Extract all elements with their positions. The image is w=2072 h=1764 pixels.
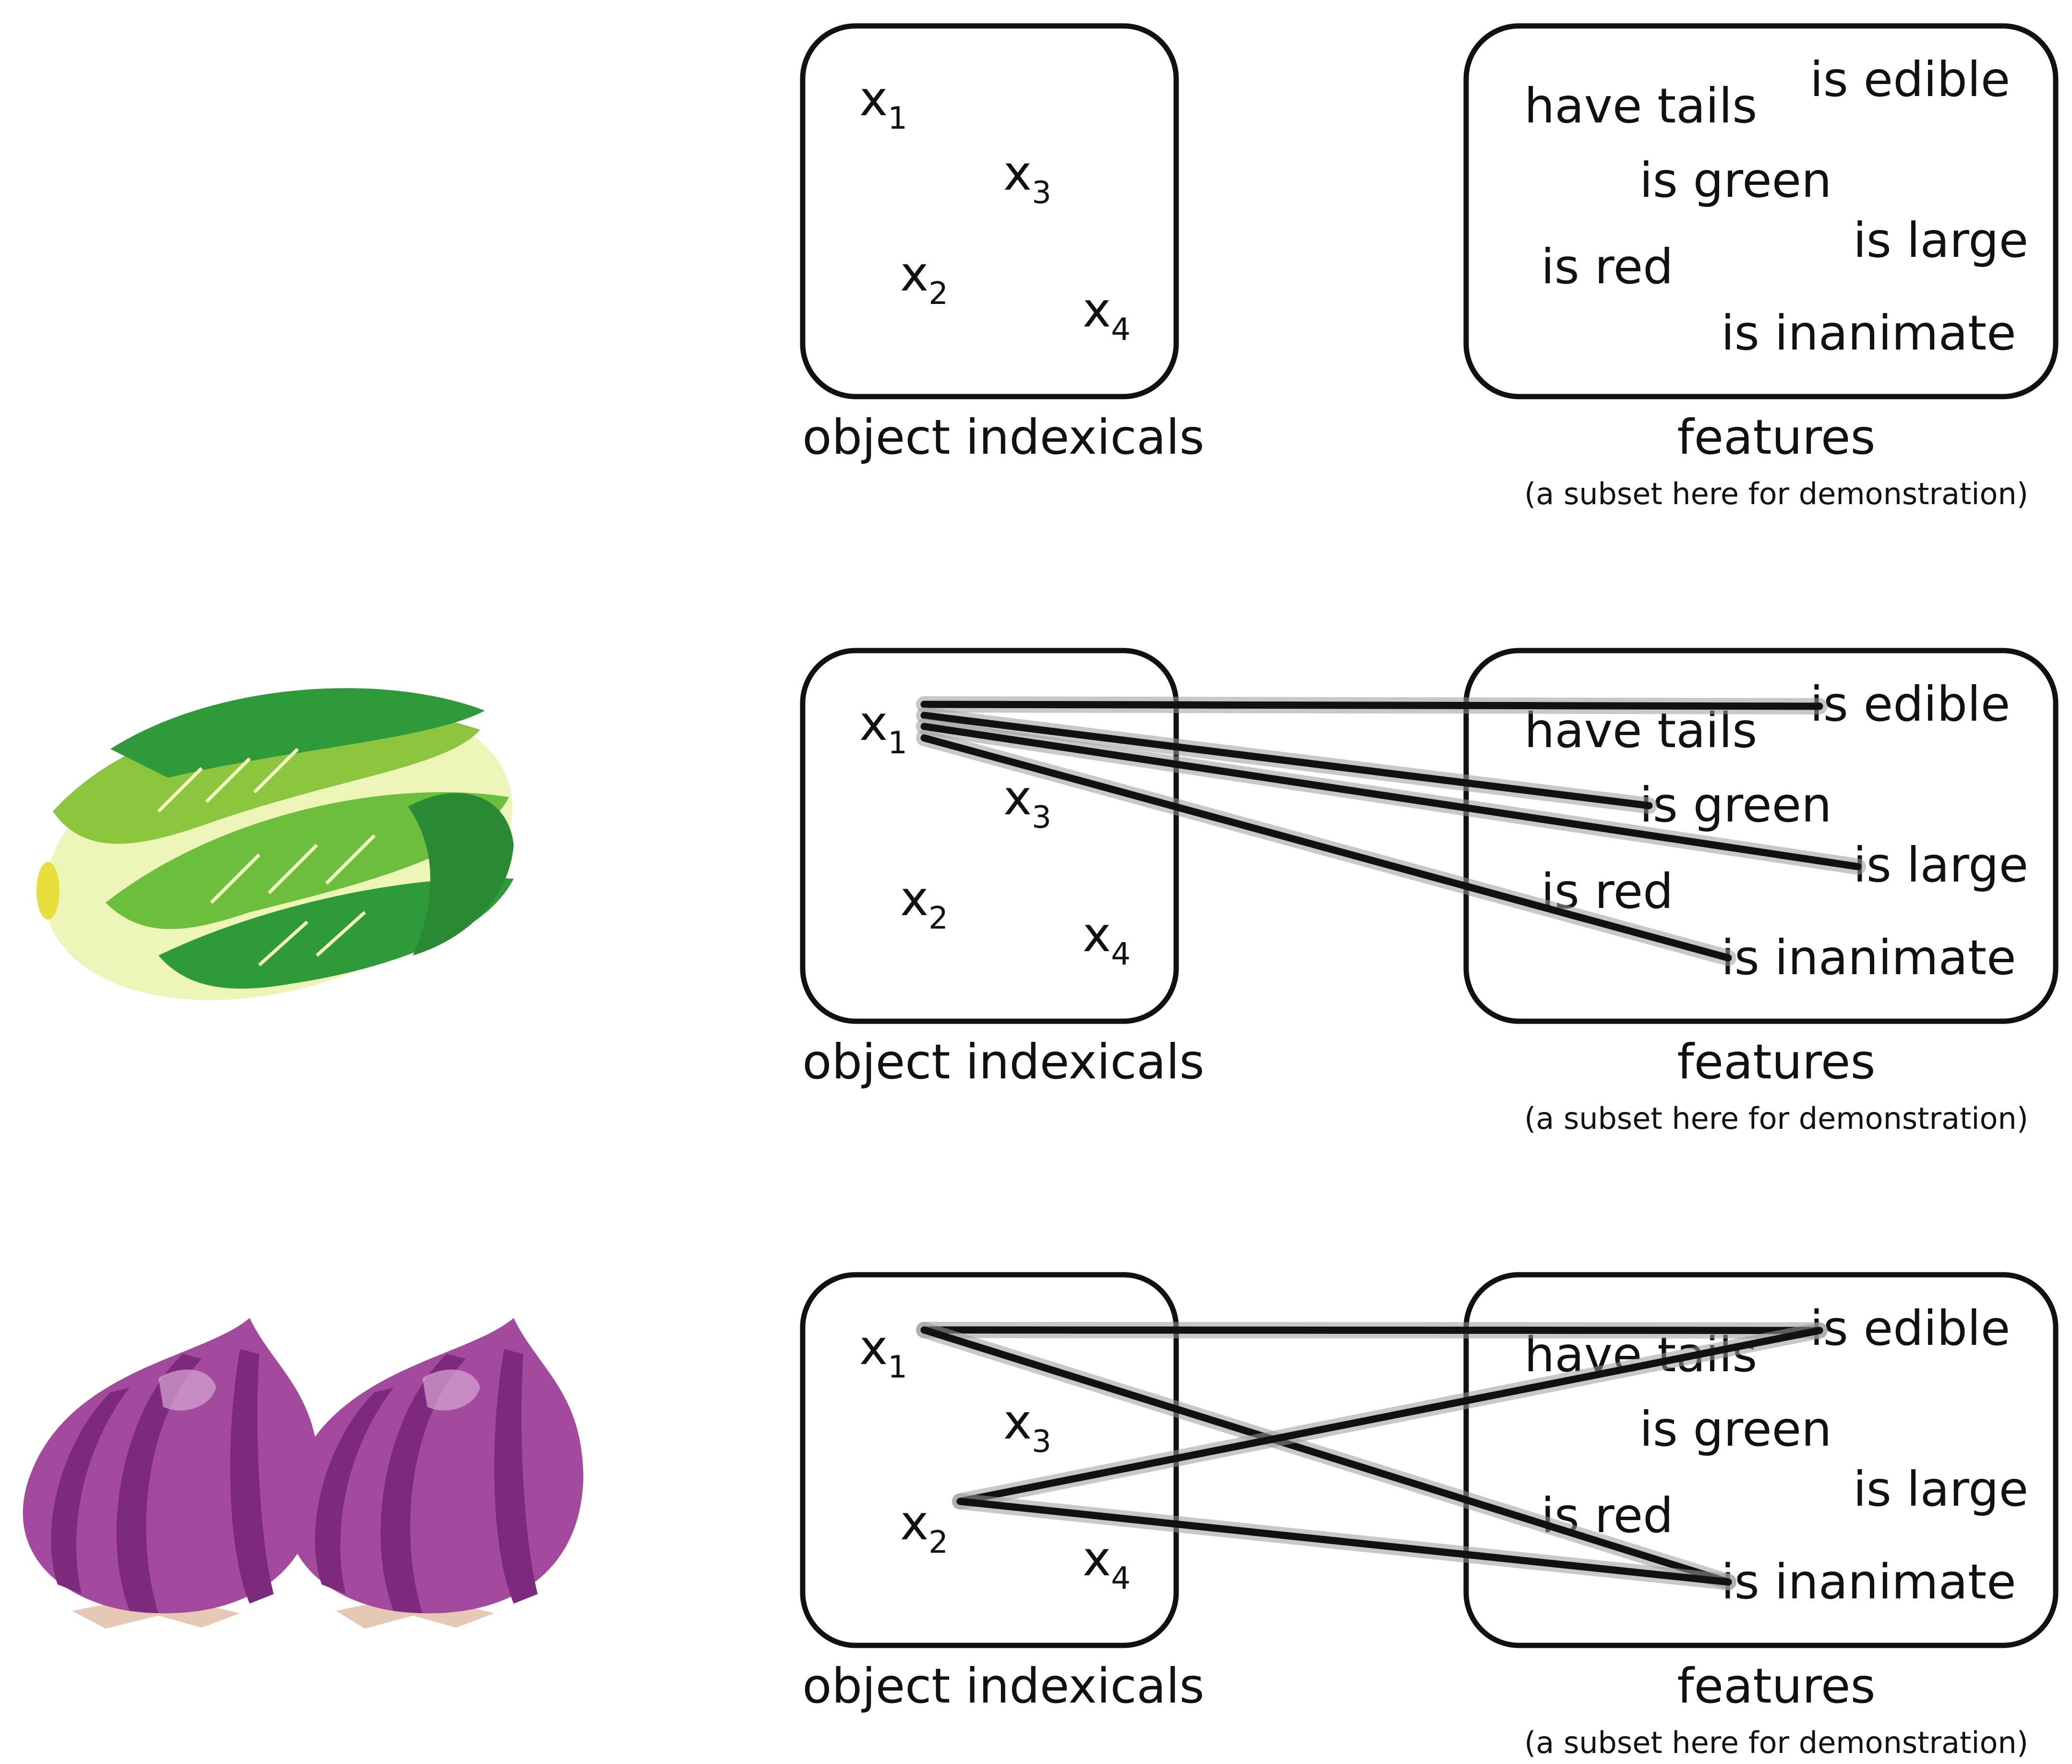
features-label: features (1677, 409, 1875, 465)
object-indexicals-label: object indexicals (802, 409, 1204, 465)
indexical-x4: x4 (1083, 282, 1131, 348)
link-x1-inanimate (920, 1326, 1732, 1586)
indexical-x2: x2 (900, 1495, 948, 1560)
feature-is-large: is large (1853, 837, 2028, 893)
features-box (1463, 648, 2059, 1024)
feature-is-inanimate: is inanimate (1721, 305, 2016, 361)
feature-is-green: is green (1639, 152, 1832, 208)
features-label: features (1677, 1034, 1875, 1090)
panel-empty: x1 x3 x2 x4 is edible have tails is gree… (800, 23, 2059, 511)
link-x1-edible (920, 701, 1823, 710)
indexical-x2: x2 (900, 246, 948, 312)
feature-is-large: is large (1853, 212, 2028, 268)
object-indexicals-label: object indexicals (802, 1034, 1204, 1090)
feature-is-edible: is edible (1810, 1300, 2010, 1356)
link-x2-edible (956, 1327, 1823, 1505)
features-label: features (1677, 1658, 1875, 1714)
features-note: (a subset here for demonstration) (1524, 1101, 2028, 1136)
link-x1-green (920, 712, 1653, 810)
features-note: (a subset here for demonstration) (1524, 476, 2028, 511)
panel-onion: x1 x3 x2 x4 is edible have tails is gree… (800, 1272, 2059, 1760)
indexical-x3: x3 (1003, 1394, 1051, 1460)
feature-is-edible: is edible (1810, 676, 2010, 732)
features-box (1463, 1272, 2059, 1648)
link-layer (916, 1322, 1828, 1590)
feature-have-tails: have tails (1524, 78, 1757, 134)
feature-is-large: is large (1853, 1461, 2028, 1517)
red-onions-illustration (23, 1318, 583, 1629)
object-indexicals-label: object indexicals (802, 1658, 1204, 1714)
feature-is-inanimate: is inanimate (1721, 930, 2016, 986)
link-x1-large (920, 723, 1862, 870)
link-x2-inanimate (956, 1498, 1732, 1586)
features-note: (a subset here for demonstration) (1524, 1725, 2028, 1760)
indexical-x1: x1 (859, 71, 907, 136)
feature-is-edible: is edible (1810, 51, 2010, 108)
indexical-x4: x4 (1083, 906, 1131, 972)
indexical-x2: x2 (900, 870, 948, 936)
indexical-x4: x4 (1083, 1531, 1131, 1596)
indexical-x3: x3 (1003, 770, 1051, 835)
link-x1-inanimate (920, 734, 1732, 962)
features-box (1463, 23, 2059, 399)
object-indexicals-box (800, 648, 1179, 1024)
feature-is-green: is green (1639, 1401, 1832, 1457)
indexical-x3: x3 (1003, 145, 1051, 211)
indexical-x1: x1 (859, 695, 907, 761)
cabbage-illustration (36, 688, 514, 1000)
link-layer (916, 696, 1866, 966)
feature-is-green: is green (1639, 777, 1832, 833)
indexical-x1: x1 (859, 1319, 907, 1385)
object-indexicals-box (800, 23, 1179, 399)
feature-is-red: is red (1541, 239, 1674, 295)
feature-is-inanimate: is inanimate (1721, 1554, 2016, 1610)
panel-cabbage: x1 x3 x2 x4 is edible have tails is gree… (800, 648, 2059, 1136)
